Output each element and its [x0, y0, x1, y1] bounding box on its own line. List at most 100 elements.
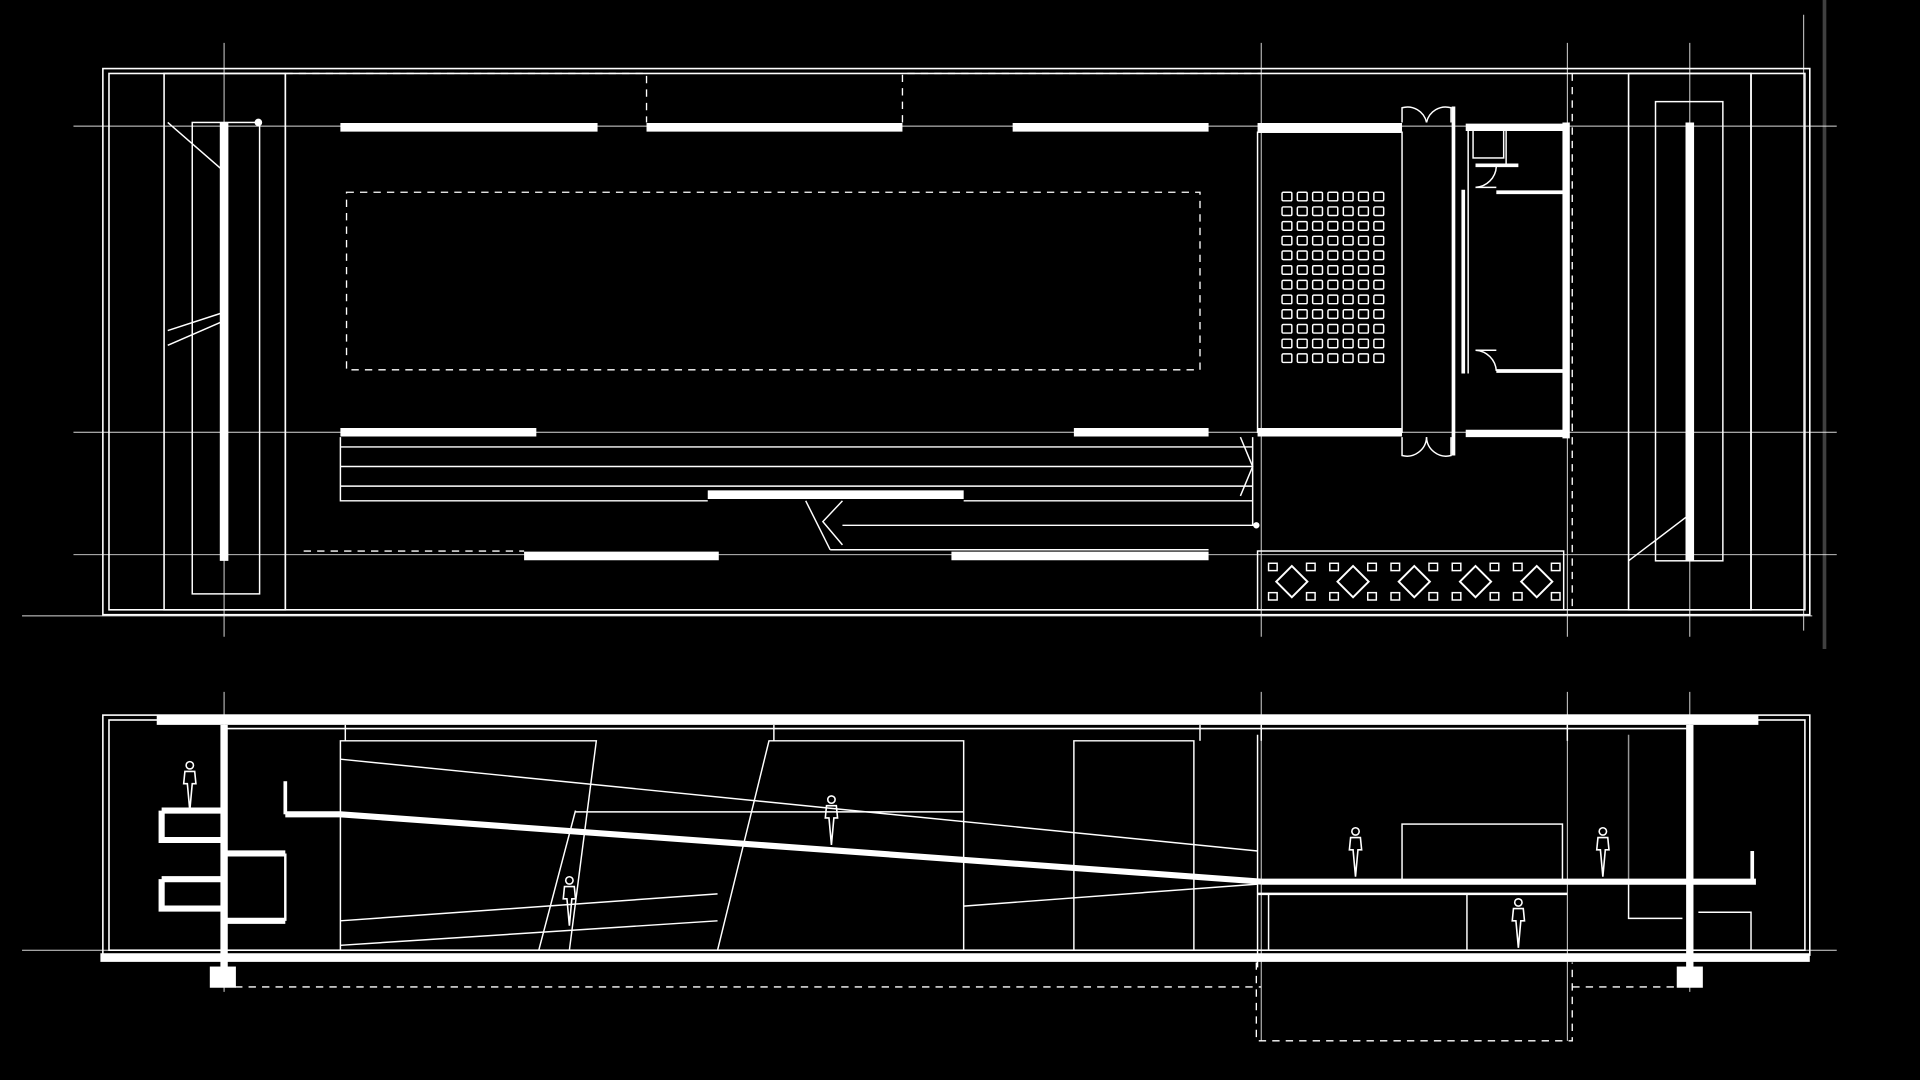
- auditorium-seat: [1357, 250, 1370, 261]
- auditorium-seat: [1311, 250, 1324, 261]
- human-figure: [1595, 826, 1610, 878]
- auditorium-seat: [1281, 279, 1293, 290]
- cafe-table: [1267, 562, 1317, 601]
- auditorium-seat: [1357, 206, 1370, 217]
- auditorium-seat: [1373, 294, 1385, 305]
- auditorium-seat: [1296, 323, 1308, 334]
- auditorium-seat: [1311, 191, 1324, 202]
- auditorium-seat: [1357, 264, 1370, 276]
- auditorium-seat: [1342, 206, 1354, 217]
- auditorium-seat: [1373, 353, 1385, 364]
- auditorium-seat: [1327, 206, 1339, 217]
- auditorium-seat: [1342, 279, 1354, 290]
- section-grid-lines: [22, 691, 1837, 1041]
- column-notches: [344, 724, 1569, 741]
- auditorium-seat: [1342, 191, 1354, 202]
- auditorium-seat: [1281, 235, 1293, 246]
- auditorium-seat: [1281, 353, 1293, 364]
- auditorium-seat: [1373, 235, 1385, 246]
- auditorium-seat: [1296, 191, 1308, 202]
- left-staircase: [167, 118, 263, 595]
- auditorium-seat: [1296, 250, 1308, 261]
- auditorium-seat: [1311, 264, 1324, 276]
- auditorium-seat: [1327, 250, 1339, 261]
- auditorium-seat: [1296, 235, 1308, 246]
- auditorium-seat: [1373, 191, 1385, 202]
- auditorium-seat: [1373, 309, 1385, 320]
- auditorium-seat: [1296, 338, 1308, 349]
- auditorium-seat: [1281, 250, 1293, 261]
- cafe-table: [1328, 562, 1378, 601]
- plan-view: [22, 0, 1837, 649]
- auditorium-seat: [1373, 323, 1385, 334]
- auditorium-seat: [1296, 206, 1308, 217]
- auditorium-seat: [1281, 206, 1293, 217]
- auditorium-seat: [1296, 294, 1308, 305]
- auditorium-seat: [1327, 264, 1339, 276]
- auditorium-seat: [1373, 279, 1385, 290]
- double-doors: [1401, 106, 1456, 457]
- auditorium-seat: [1327, 220, 1339, 231]
- auditorium-seat: [1342, 294, 1354, 305]
- cafe-table: [1390, 562, 1439, 601]
- section-columns: [220, 724, 1694, 968]
- auditorium-seat: [1373, 206, 1385, 217]
- auditorium-seat: [1357, 235, 1370, 246]
- auditorium-seat: [1311, 323, 1324, 334]
- dashed-exhibition-area: [285, 72, 1573, 610]
- cafe-table: [1512, 562, 1561, 601]
- auditorium-seat: [1311, 353, 1324, 364]
- section-view: [22, 691, 1837, 1042]
- auditorium-seat: [1357, 323, 1370, 334]
- cafe-area: [1256, 550, 1565, 611]
- auditorium-seat: [1357, 294, 1370, 305]
- auditorium-seat: [1311, 294, 1324, 305]
- auditorium-seat: [1357, 191, 1370, 202]
- auditorium-seat: [1327, 235, 1339, 246]
- auditorium-seat: [1281, 191, 1293, 202]
- human-figure: [824, 795, 839, 846]
- auditorium-seat: [1296, 309, 1308, 320]
- auditorium-seat: [1342, 220, 1354, 231]
- right-staircase: [1628, 100, 1724, 562]
- auditorium-seat: [1342, 235, 1354, 246]
- human-figure: [1348, 826, 1363, 878]
- auditorium-seat: [1342, 264, 1354, 276]
- roof-slab: [156, 715, 1759, 730]
- auditorium-seat: [1327, 294, 1339, 305]
- auditorium-seat: [1281, 338, 1293, 349]
- human-figure: [182, 760, 197, 812]
- auditorium-seat: [1327, 323, 1339, 334]
- ramp-passage: [339, 436, 1260, 551]
- auditorium-seat: [1281, 323, 1293, 334]
- cafe-table: [1451, 562, 1500, 601]
- auditorium-seat: [1311, 338, 1324, 349]
- outer-walls: [102, 0, 1827, 649]
- auditorium-seat: [1311, 220, 1324, 231]
- auditorium-seating: [1281, 191, 1385, 364]
- auditorium-seat: [1342, 338, 1354, 349]
- auditorium-seat: [1342, 309, 1354, 320]
- auditorium: [1256, 131, 1403, 433]
- sloping-ramp: [283, 758, 1756, 907]
- auditorium-seat: [1311, 235, 1324, 246]
- auditorium-seat: [1311, 206, 1324, 217]
- auditorium-seat: [1281, 264, 1293, 276]
- auditorium-seat: [1357, 309, 1370, 320]
- dashed-basement-outline: [235, 962, 1678, 1042]
- auditorium-seat: [1327, 309, 1339, 320]
- auditorium-seat: [1296, 220, 1308, 231]
- auditorium-seat: [1357, 279, 1370, 290]
- auditorium-seat: [1373, 264, 1385, 276]
- auditorium-seat: [1373, 250, 1385, 261]
- auditorium-seat: [1357, 338, 1370, 349]
- auditorium-seat: [1327, 353, 1339, 364]
- section-rooms: [1256, 734, 1752, 968]
- left-stair-landings: [158, 807, 287, 924]
- auditorium-seat: [1311, 279, 1324, 290]
- auditorium-seat: [1342, 323, 1354, 334]
- auditorium-seat: [1342, 250, 1354, 261]
- auditorium-seat: [1327, 279, 1339, 290]
- auditorium-seat: [1296, 264, 1308, 276]
